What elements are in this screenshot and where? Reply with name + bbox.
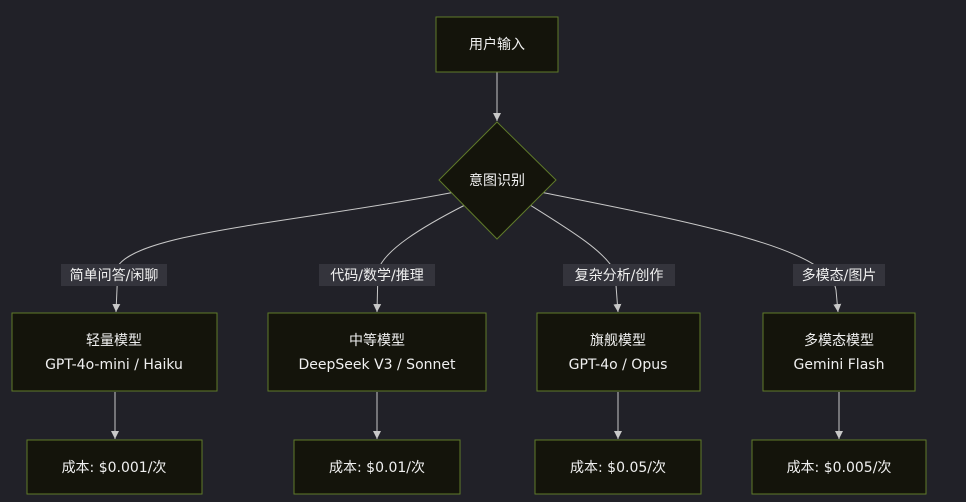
light-model-subtitle: GPT-4o-mini / Haiku	[45, 357, 183, 373]
node-light-model: 轻量模型 GPT-4o-mini / Haiku	[11, 312, 218, 392]
svg-text:成本: $0.001/次: 成本: $0.001/次	[62, 460, 167, 476]
multimodal-model-title: 多模态模型	[804, 332, 874, 349]
node-user-input: 用户输入	[435, 16, 559, 73]
mid-model-subtitle: DeepSeek V3 / Sonnet	[299, 357, 456, 373]
edge-intent-to-multimodal	[539, 191, 842, 313]
svg-text:意图识别: 意图识别	[469, 172, 525, 189]
svg-text:简单问答/闲聊: 简单问答/闲聊	[70, 267, 159, 284]
node-multimodal-model: 多模态模型 Gemini Flash	[762, 312, 916, 392]
node-cost-mid: 成本: $0.01/次	[293, 439, 461, 495]
svg-text:用户输入: 用户输入	[469, 36, 525, 53]
node-flagship-model: 旗舰模型 GPT-4o / Opus	[536, 312, 701, 392]
svg-text:复杂分析/创作: 复杂分析/创作	[575, 267, 664, 284]
node-cost-light: 成本: $0.001/次	[26, 439, 203, 495]
svg-text:成本: $0.01/次: 成本: $0.01/次	[329, 460, 425, 476]
node-intent-recognition: 意图识别	[438, 121, 557, 240]
edge-label-flagship: 复杂分析/创作	[563, 264, 675, 286]
edge-label-multimodal: 多模态/图片	[793, 264, 885, 286]
nodes: 用户输入 意图识别 轻量模型 GPT-4o-mini / Haiku 中等模型 …	[11, 16, 927, 495]
edge-label-mid: 代码/数学/推理	[319, 264, 435, 286]
flagship-model-subtitle: GPT-4o / Opus	[569, 357, 668, 373]
svg-text:代码/数学/推理: 代码/数学/推理	[330, 268, 423, 284]
node-cost-flagship: 成本: $0.05/次	[534, 439, 702, 495]
flagship-model-title: 旗舰模型	[590, 333, 646, 349]
node-mid-model: 中等模型 DeepSeek V3 / Sonnet	[267, 312, 487, 392]
edge-label-light: 简单问答/闲聊	[61, 264, 167, 286]
light-model-title: 轻量模型	[86, 333, 142, 349]
edge-intent-to-mid	[373, 204, 466, 313]
svg-text:多模态/图片: 多模态/图片	[802, 267, 877, 284]
multimodal-model-subtitle: Gemini Flash	[794, 357, 885, 373]
svg-text:成本: $0.05/次: 成本: $0.05/次	[570, 460, 666, 476]
mid-model-title: 中等模型	[349, 332, 405, 349]
node-cost-multimodal: 成本: $0.005/次	[751, 439, 927, 495]
edge-intent-to-flagship	[529, 204, 622, 313]
edge-labels: 简单问答/闲聊 代码/数学/推理 复杂分析/创作 多模态/图片	[61, 264, 885, 286]
edges	[111, 72, 843, 439]
edge-intent-to-light	[112, 191, 456, 313]
svg-text:成本: $0.005/次: 成本: $0.005/次	[787, 460, 892, 476]
